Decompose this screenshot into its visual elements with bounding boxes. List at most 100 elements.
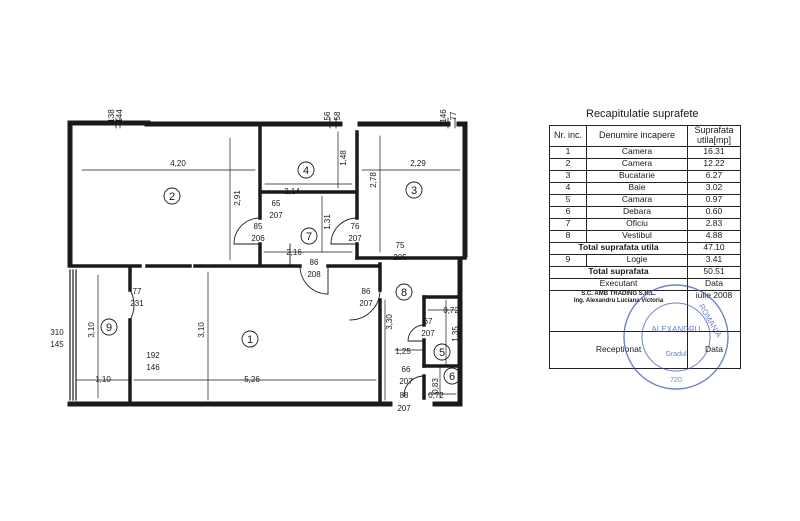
cell-nr: 9	[549, 253, 587, 267]
dim-3-10a: 3,10	[87, 322, 96, 338]
dim-left-145: 145	[50, 340, 64, 349]
dim-2-29: 2,29	[410, 159, 426, 168]
table-row: 9 Logie 3.41	[549, 253, 741, 267]
cell-area: 12.22	[687, 157, 741, 171]
stamp-text-3: Gradul	[665, 351, 686, 358]
room-number-6: 6	[449, 371, 455, 383]
cell-name: Debara	[586, 205, 688, 219]
cell-name: Baie	[586, 181, 688, 195]
dim-1-25: 1,25	[395, 347, 411, 356]
dim-3-10b: 3,10	[197, 322, 206, 338]
dim-top-58: 58	[333, 111, 342, 120]
cell-nr: 7	[549, 217, 587, 231]
cell-nr: 3	[549, 169, 587, 183]
dim-top-138: 138	[107, 109, 116, 123]
room-number-9: 9	[106, 322, 112, 334]
area-summary-table: Nr. inc. Denumire incapere Suprafata uti…	[549, 125, 741, 369]
dim-0-72b: 0,72	[428, 391, 444, 400]
dim-door-206: 206	[251, 234, 265, 243]
dim-2-14: 2,14	[284, 187, 300, 196]
dim-192: 192	[146, 351, 160, 360]
cell-area: 3.41	[687, 253, 741, 267]
dim-door-67: 67	[424, 317, 433, 326]
stamp-text-2: ALEXANDRU	[652, 325, 701, 334]
room-number-1: 1	[247, 334, 253, 346]
official-stamp: ROMANIA ALEXANDRU Gradul 720	[623, 284, 729, 390]
dim-door-65: 65	[272, 199, 281, 208]
room-number-5: 5	[439, 347, 445, 359]
cell-area: 0.97	[687, 193, 741, 207]
receptionat-date-label: Data	[687, 330, 741, 369]
company-name: S.C. AMB TRADING S.R.L.	[581, 290, 656, 297]
dim-door-86a: 86	[310, 258, 319, 267]
door-swings	[129, 217, 425, 397]
dim-1-48: 1,48	[339, 150, 348, 166]
cell-nr: 4	[549, 181, 587, 195]
total-util-label: Total suprafata utila	[549, 241, 688, 255]
receptionat-label: Receptionat	[549, 330, 688, 369]
dim-2-78: 2,78	[369, 172, 378, 188]
dim-door-207f: 207	[397, 404, 411, 413]
dim-door-86b: 86	[362, 287, 371, 296]
cell-name: Camara	[586, 193, 688, 207]
cell-area: 0.60	[687, 205, 741, 219]
outer-walls	[67, 120, 468, 407]
total-row: Total suprafata 50.51	[549, 265, 741, 279]
dim-2-91: 2,91	[233, 190, 242, 206]
dim-door-66: 66	[402, 365, 411, 374]
dim-4-20: 4,20	[170, 159, 186, 168]
dim-top-77: 77	[449, 111, 458, 120]
dim-1-31: 1,31	[323, 214, 332, 230]
room-number-3: 3	[411, 185, 417, 197]
cell-name: Bucatarie	[586, 169, 688, 183]
dim-146: 146	[146, 363, 160, 372]
cell-nr: 5	[549, 193, 587, 207]
dim-left-310: 310	[50, 328, 64, 337]
cell-name: Oficiu	[586, 217, 688, 231]
cell-area: 6.27	[687, 169, 741, 183]
total-util-value: 47.10	[687, 241, 741, 255]
dim-door-207c: 207	[359, 299, 373, 308]
dim-door-208: 208	[307, 270, 321, 279]
dim-2-16: 2,16	[286, 248, 302, 257]
dim-0-72a: 0,72	[443, 306, 459, 315]
cell-nr: 2	[549, 157, 587, 171]
total-label: Total suprafata	[549, 265, 688, 279]
dim-door-75: 75	[396, 241, 405, 250]
cell-name: Vestibul	[586, 229, 688, 243]
dim-door-205: 205	[393, 253, 407, 262]
interior-walls	[68, 124, 467, 406]
dim-door-77: 77	[133, 287, 142, 296]
cell-nr: 6	[549, 205, 587, 219]
stamp-text-4: 720	[670, 377, 682, 384]
header-nr: Nr. inc.	[549, 125, 587, 147]
cell-nr: 1	[549, 145, 587, 159]
signature-row: S.C. AMB TRADING S.R.L. Ing. Alexandru L…	[549, 289, 741, 332]
dim-door-207a: 207	[269, 211, 283, 220]
dim-door-207d: 207	[421, 329, 435, 338]
room-number-4: 4	[303, 165, 309, 177]
executant-row: Executant Data	[549, 277, 741, 291]
cell-area: 16.31	[687, 145, 741, 159]
room-number-8: 8	[401, 287, 407, 299]
signature-date: iulie 2008	[687, 289, 741, 332]
total-value: 50.51	[687, 265, 741, 279]
dim-door-231: 231	[130, 299, 144, 308]
dim-top-144: 144	[115, 109, 124, 123]
header-area: Suprafata utila[mp]	[687, 125, 741, 147]
dim-door-85: 85	[254, 222, 263, 231]
dim-top-56: 56	[323, 111, 332, 120]
dim-top-146: 146	[439, 109, 448, 123]
dim-3-30: 3,30	[385, 314, 394, 330]
cell-area: 3.02	[687, 181, 741, 195]
dim-5-26: 5,26	[244, 375, 260, 384]
cell-name: Camera	[586, 145, 688, 159]
room-number-2: 2	[169, 191, 175, 203]
dim-1-10: 1,10	[95, 375, 111, 384]
cell-area: 2.83	[687, 217, 741, 231]
